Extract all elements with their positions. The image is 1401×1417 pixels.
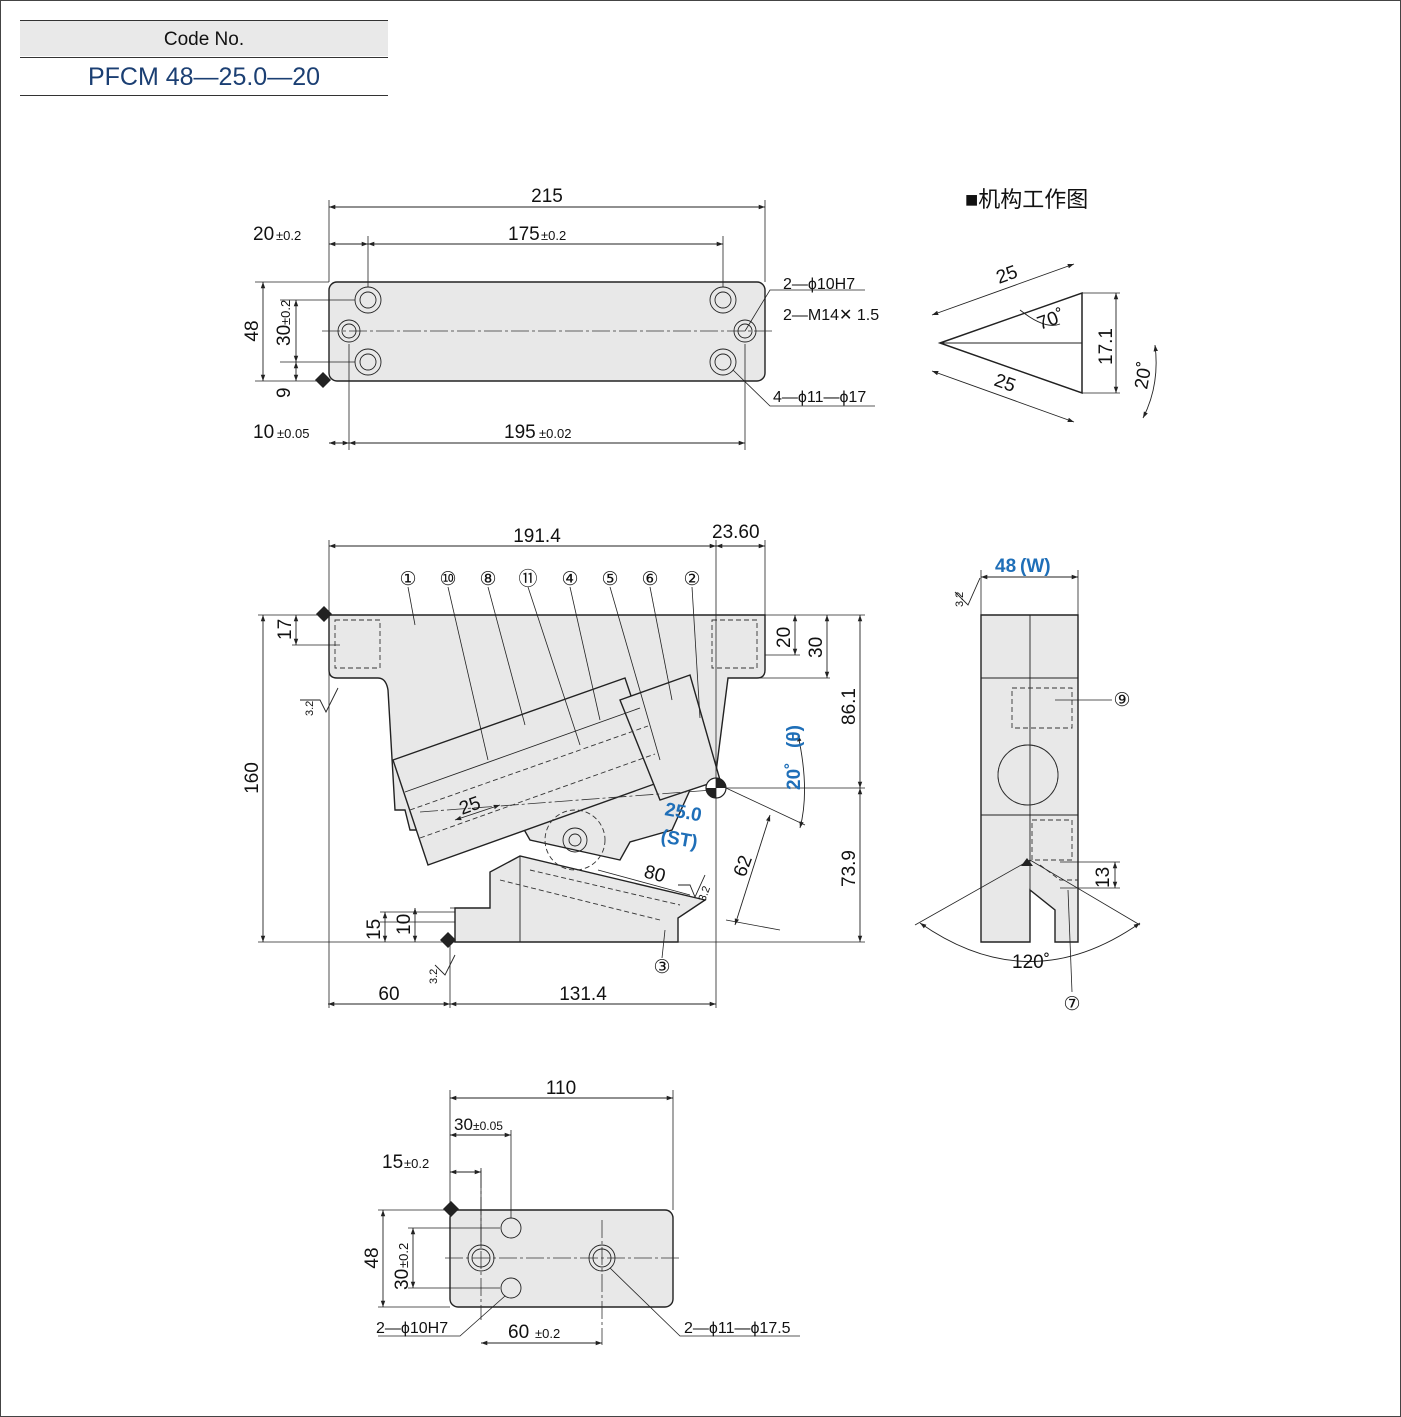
part-number-8: ⑧ (479, 569, 496, 590)
dim-191-4: 191.4 (513, 526, 561, 547)
dim-160: 160 (242, 762, 263, 794)
callout-thread: 2—M14✕ 1.5 (783, 307, 879, 324)
stroke-label: (ST) (659, 826, 699, 853)
mechanism-height: 17.1 (1096, 328, 1117, 365)
datum-mark (315, 372, 331, 388)
mechanism-title: ■机构工作图 (965, 187, 1088, 212)
dim-60-b: 60 (508, 1322, 529, 1343)
dim-17: 17 (275, 619, 296, 640)
dim-15: 15 (364, 919, 385, 940)
dim-30-rows: 30 (392, 1269, 413, 1290)
dim-line-bottom-25 (931, 370, 1075, 423)
pin-hole (337, 319, 361, 343)
callout-pin-hole-b: 2—ϕ10H7 (376, 1320, 448, 1337)
dim-60-b-tolerance: ±0.2 (535, 1326, 560, 1341)
dim-30: 30 (806, 637, 827, 658)
dim-15-b: 15 (382, 1152, 403, 1173)
dim-line-top-25 (931, 263, 1075, 316)
code-box-bottom-rule (20, 95, 388, 96)
part-number-2: ② (683, 569, 700, 590)
dim-10: 10 (394, 914, 415, 935)
bottom-view-plate (449, 1209, 674, 1308)
dim-20: 20 (253, 224, 274, 245)
part-number-9: ⑨ (1113, 690, 1130, 711)
part-number-7: ⑦ (1063, 994, 1080, 1015)
top-view-plate (328, 281, 766, 382)
dim-30: 30 (274, 325, 295, 346)
dim-arc-20-theta (797, 734, 805, 829)
top-view: 215 20 ±0.2 175 ±0.2 48 30 ±0.2 9 10 ±0.… (242, 186, 879, 450)
code-box-top-rule (20, 20, 388, 21)
callout-leader (732, 369, 875, 407)
counterbore-hole (588, 1244, 616, 1272)
dim-9: 9 (274, 387, 295, 398)
counterbore-hole (500, 1277, 522, 1299)
counterbore-hole (709, 348, 737, 376)
part-number-3: ③ (653, 957, 670, 978)
callout-counterbore-b: 2—ϕ11—ϕ17.5 (684, 1320, 791, 1337)
dim-60: 60 (378, 984, 399, 1005)
part-number-5: ⑤ (601, 569, 618, 590)
code-box-middle-rule (20, 57, 388, 58)
side-view: 48 (W) 13 120˚ ⑨ ⑦ 3.2 (914, 556, 1141, 1015)
roughness-label: 3.2 (428, 969, 440, 984)
bottom-view: 110 30 ±0.05 15 ±0.2 48 30 ±0.2 60 ±0.2 … (362, 1078, 800, 1346)
dim-62: 62 (730, 853, 757, 880)
dim-86-1: 86.1 (839, 688, 860, 725)
dim-131-4: 131.4 (559, 984, 607, 1005)
roughness-label: 3.2 (697, 885, 714, 903)
dim-10: 10 (253, 422, 274, 443)
dim-215: 215 (531, 186, 563, 207)
side-view-body (980, 614, 1079, 943)
code-number-box: Code No. PFCM 48—25.0—20 (20, 20, 388, 96)
dim-80: 80 (642, 862, 668, 888)
code-number-value[interactable]: PFCM 48—25.0—20 (87, 63, 321, 91)
part-number-4: ④ (561, 569, 578, 590)
dim-line-25 (454, 804, 501, 821)
lower-body (454, 855, 707, 943)
dim-30-b-tolerance: ±0.05 (473, 1119, 503, 1133)
mechanism-diagram: ■机构工作图 25 25 70˚ 17.1 20˚ (931, 187, 1158, 423)
front-view: 191.4 23.60 160 17 20 30 86.1 73.9 25 25… (242, 522, 865, 1008)
side-width-label: (W) (1020, 556, 1051, 577)
side-width: 48 (995, 556, 1016, 577)
dim-110: 110 (546, 1078, 576, 1099)
dim-20: 20 (774, 627, 795, 648)
dim-195-tolerance: ±0.02 (539, 426, 571, 441)
dim-line-62 (734, 814, 771, 926)
part-number-1: ① (399, 569, 416, 590)
mechanism-opening: 20˚ (1131, 360, 1156, 391)
dim-20-tolerance: ±0.2 (276, 228, 301, 243)
callout-pin-hole: 2—ϕ10H7 (783, 276, 855, 293)
roughness-label: 3.2 (304, 701, 316, 716)
angle-value: 20˚ (784, 763, 805, 790)
pin-hole (733, 319, 757, 343)
dim-arc-120 (919, 922, 1141, 962)
dim-13: 13 (1093, 867, 1114, 888)
code-number-header: Code No. (20, 21, 388, 56)
dim-10-tolerance: ±0.05 (277, 426, 309, 441)
dim-arc-20 (1142, 344, 1158, 419)
dim-30-tolerance: ±0.2 (278, 300, 293, 325)
dim-30-rows-tolerance: ±0.2 (396, 1243, 411, 1268)
angle-label: (θ) (784, 725, 805, 748)
part-number-10: ⑩ (439, 569, 456, 590)
dim-30-b: 30 (454, 1115, 473, 1134)
mechanism-bottom-side: 25 (991, 370, 1018, 397)
dim-195: 195 (504, 422, 536, 443)
dim-175: 175 (508, 224, 540, 245)
roughness-label: 3.2 (954, 592, 966, 607)
callout-counterbore: 4—ϕ11—ϕ17 (773, 389, 866, 406)
groove-angle: 120˚ (1012, 952, 1050, 973)
dim-175-tolerance: ±0.2 (541, 228, 566, 243)
dim-48-b: 48 (362, 1247, 383, 1268)
dim-73-9: 73.9 (839, 850, 860, 887)
dim-23-60: 23.60 (712, 522, 760, 543)
part-number-6: ⑥ (641, 569, 658, 590)
dim-15-b-tolerance: ±0.2 (404, 1156, 429, 1171)
callout-leader (744, 289, 865, 332)
dim-48: 48 (242, 320, 263, 341)
part-number-11: ⑪ (518, 568, 537, 590)
